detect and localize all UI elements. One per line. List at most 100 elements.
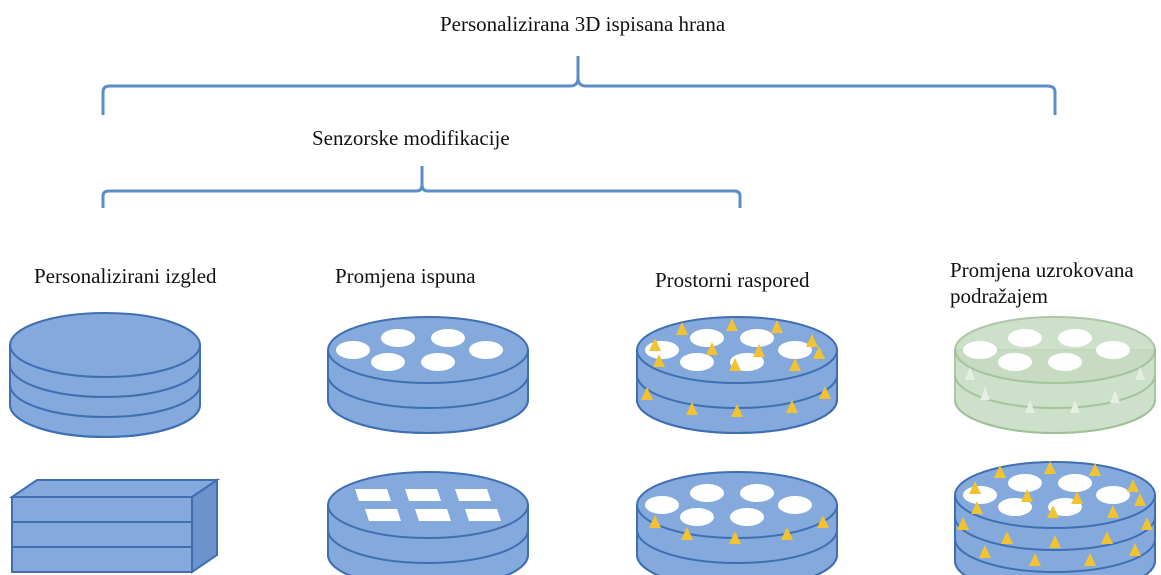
- infill-hole: [680, 353, 714, 371]
- triangle-marker: [653, 354, 665, 367]
- layer-line: [9, 364, 201, 398]
- infill-hole: [431, 329, 465, 347]
- triangle-marker: [969, 481, 981, 494]
- layer-line: [327, 529, 529, 564]
- triangle-marker: [819, 386, 831, 399]
- triangle-marker: [1127, 479, 1139, 492]
- faded-triangle: [1135, 367, 1145, 380]
- triangle-marker: [771, 320, 783, 333]
- box-top: [8, 479, 221, 498]
- triangle-marker: [813, 346, 825, 359]
- triangle-marker: [729, 358, 741, 371]
- infill-square: [405, 489, 441, 501]
- infill-hole: [381, 329, 415, 347]
- disc-top: [9, 312, 201, 378]
- triangle-marker: [1089, 463, 1101, 476]
- infill-square: [355, 489, 391, 501]
- triangle-marker: [1021, 489, 1033, 502]
- triangle-marker: [806, 334, 818, 347]
- infill-hole: [645, 496, 679, 514]
- box-side: [191, 478, 218, 574]
- infill-hole: [1008, 474, 1042, 492]
- infill-hole: [1048, 353, 1082, 371]
- triangle-marker: [1047, 505, 1059, 518]
- triangle-marker: [979, 545, 991, 558]
- infill-hole: [730, 508, 764, 526]
- infill-hole: [778, 496, 812, 514]
- triangle-marker: [706, 342, 718, 355]
- infill-hole: [998, 353, 1032, 371]
- triangle-marker: [1084, 553, 1096, 566]
- column-label-infill: Promjena ispuna: [335, 264, 476, 288]
- triangle-marker: [1029, 553, 1041, 566]
- triangle-marker: [753, 344, 765, 357]
- layer-line: [9, 384, 201, 418]
- infill-hole: [336, 341, 370, 359]
- faded-triangle: [965, 367, 975, 380]
- triangle-marker: [957, 517, 969, 530]
- column-label-stimulus-line2: podražajem: [950, 284, 1048, 308]
- infill-hole: [740, 484, 774, 502]
- triangle-marker: [681, 527, 693, 540]
- layer-line: [954, 516, 1156, 551]
- triangle-marker: [729, 531, 741, 544]
- sub-bracket: [101, 166, 742, 208]
- infill-hole: [690, 484, 724, 502]
- subgroup-label: Senzorske modifikacije: [312, 126, 510, 150]
- layer-line: [636, 399, 838, 434]
- triangle-marker: [641, 387, 653, 400]
- layer-line: [954, 374, 1156, 409]
- triangle-marker: [781, 527, 793, 540]
- triangle-marker: [1071, 491, 1083, 504]
- triangle-marker: [731, 404, 743, 417]
- infill-hole: [1058, 474, 1092, 492]
- layer-line: [954, 399, 1156, 434]
- top-bracket: [101, 56, 1057, 115]
- layer-line: [9, 404, 201, 438]
- layer-line: [636, 529, 838, 564]
- triangle-marker: [686, 402, 698, 415]
- triangle-marker: [817, 515, 829, 528]
- infill-hole: [371, 353, 405, 371]
- column-appearance: [8, 312, 221, 574]
- column-label-appearance: Personalizirani izgled: [34, 264, 217, 288]
- infill-square: [465, 509, 501, 521]
- faded-triangle: [980, 387, 990, 400]
- triangle-marker: [1001, 531, 1013, 544]
- triangle-marker: [676, 322, 688, 335]
- column-infill: [327, 316, 529, 575]
- column-label-stimulus-line1: Promjena uzrokovana: [950, 258, 1134, 282]
- triangle-marker: [1129, 543, 1141, 556]
- faded-triangle: [1070, 400, 1080, 413]
- infill-square: [415, 509, 451, 521]
- infill-hole: [1008, 329, 1042, 347]
- layer-line: [327, 374, 529, 409]
- column-stimulus: [954, 316, 1156, 575]
- triangle-marker: [971, 501, 983, 514]
- infill-hole: [740, 329, 774, 347]
- triangle-marker: [786, 400, 798, 413]
- infill-hole: [1096, 486, 1130, 504]
- food-shapes: [8, 312, 1156, 575]
- faded-triangle: [1025, 400, 1035, 413]
- infill-hole: [998, 498, 1032, 516]
- triangle-marker: [726, 318, 738, 331]
- triangle-marker: [994, 465, 1006, 478]
- infill-hole: [1096, 341, 1130, 359]
- infill-hole: [963, 341, 997, 359]
- triangle-marker: [1141, 517, 1153, 530]
- triangle-marker: [1101, 531, 1113, 544]
- triangle-marker: [649, 515, 661, 528]
- box-front: [11, 496, 193, 573]
- infill-hole: [963, 486, 997, 504]
- title: Personalizirana 3D ispisana hrana: [440, 12, 726, 36]
- infill-hole: [778, 341, 812, 359]
- layer-line: [954, 538, 1156, 573]
- triangle-marker: [789, 358, 801, 371]
- layer-line: [327, 554, 529, 575]
- column-spatial: [636, 316, 838, 575]
- disc-top: [327, 471, 529, 539]
- infill-square: [455, 489, 491, 501]
- triangle-marker: [1049, 535, 1061, 548]
